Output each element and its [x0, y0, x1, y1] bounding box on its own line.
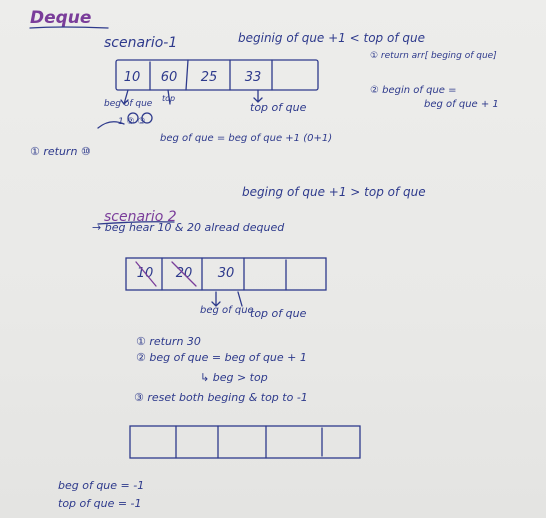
formula-beg-increment: beg of que = beg of que +1 (0+1) [160, 133, 333, 144]
title-underline [29, 26, 109, 29]
array-cell: 10 [123, 70, 141, 85]
scenario2-label-beg: beg of que [200, 305, 254, 316]
scenario3-beg: beg of que = -1 [58, 479, 145, 492]
scenario2-step3: ③ reset both beging & top to -1 [134, 391, 308, 404]
label-beg-of-que: beg of que [104, 99, 153, 109]
scenario1-note1: ① return arr[ beging of que] [370, 51, 497, 61]
scenario2-array-box [125, 257, 327, 291]
label-top-of-que: top of que [250, 101, 307, 114]
array-cell: 60 [160, 70, 178, 85]
scenario1-note2b: beg of que + 1 [424, 99, 499, 110]
array-cell: 33 [244, 70, 262, 85]
return-10: ① return ⑩ [30, 145, 91, 158]
scenario1-heading: scenario-1 [104, 35, 178, 51]
array-cell: 25 [200, 70, 218, 85]
scenario1-array-box [115, 59, 319, 91]
scenario3-top: top of que = -1 [58, 497, 142, 510]
small-steps: 1 ② ③ [118, 117, 146, 127]
scenario2-note: → beg hear 10 & 20 alread dequed [92, 221, 285, 234]
scenario2-condition: beging of que +1 > top of que [242, 185, 426, 199]
scenario3-array-box [129, 425, 361, 459]
scenario2-step2b: ↳ beg > top [200, 371, 268, 384]
page-title: Deque [30, 8, 92, 28]
array-cell: 30 [217, 266, 235, 281]
scenario2-step1: ① return 30 [136, 335, 201, 348]
scenario1-condition: beginig of que +1 < top of que [238, 31, 425, 45]
scenario1-note2: ② begin of que = [370, 85, 457, 96]
scenario2-heading: scenario 2 [104, 209, 177, 225]
label-top: top [162, 94, 176, 103]
scenario2-label-top: top of que [250, 307, 307, 320]
scenario2-step2: ② beg of que = beg of que + 1 [136, 351, 307, 364]
